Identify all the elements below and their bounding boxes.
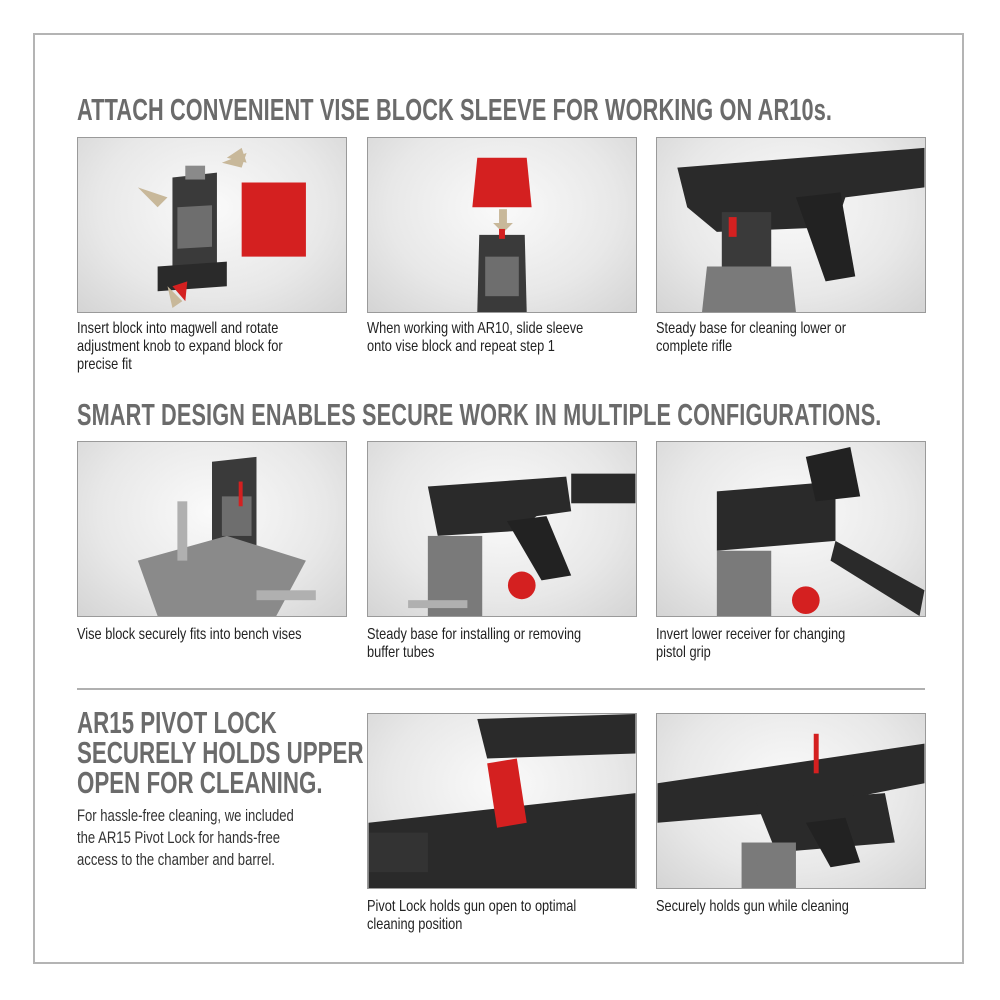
- image-holds-gun-cleaning: [656, 713, 926, 889]
- caption-bench-vise: Vise block securely fits into bench vise…: [77, 626, 302, 644]
- section-heading-vise-sleeve: ATTACH CONVENIENT VISE BLOCK SLEEVE FOR …: [77, 92, 833, 127]
- caption-line: Steady base for installing or removing: [367, 626, 582, 643]
- caption-line: Steady base for cleaning lower or: [656, 320, 846, 337]
- body-line: access to the chamber and barrel.: [77, 850, 275, 869]
- image-steady-base-rifle: [656, 137, 926, 313]
- caption-line: adjustment knob to expand block for: [77, 338, 283, 355]
- pivot-lock-description: For hassle-free cleaning, we included the…: [77, 805, 294, 871]
- heading-line: OPEN FOR CLEANING.: [77, 765, 323, 800]
- caption-line: buffer tubes: [367, 644, 435, 661]
- image-pivot-lock-open: [367, 713, 637, 889]
- caption-holds-gun-cleaning: Securely holds gun while cleaning: [656, 898, 849, 916]
- body-line: the AR15 Pivot Lock for hands-free: [77, 828, 281, 847]
- image-insert-block: [77, 137, 347, 313]
- heading-line: SECURELY HOLDS UPPER: [77, 735, 364, 770]
- caption-line: precise fit: [77, 356, 132, 373]
- image-invert-lower: [656, 441, 926, 617]
- body-line: For hassle-free cleaning, we included: [77, 806, 294, 825]
- caption-line: Insert block into magwell and rotate: [77, 320, 279, 337]
- image-buffer-tube: [367, 441, 637, 617]
- caption-line: When working with AR10, slide sleeve: [367, 320, 584, 337]
- caption-line: Invert lower receiver for changing: [656, 626, 846, 643]
- caption-line: cleaning position: [367, 916, 463, 933]
- section-heading-configurations: SMART DESIGN ENABLES SECURE WORK IN MULT…: [77, 397, 882, 432]
- heading-line: AR15 PIVOT LOCK: [77, 705, 277, 740]
- image-bench-vise: [77, 441, 347, 617]
- caption-line: onto vise block and repeat step 1: [367, 338, 555, 355]
- caption-line: complete rifle: [656, 338, 733, 355]
- caption-line: pistol grip: [656, 644, 711, 661]
- caption-line: Securely holds gun while cleaning: [656, 898, 849, 915]
- caption-line: Pivot Lock holds gun open to optimal: [367, 898, 577, 915]
- caption-line: Vise block securely fits into bench vise…: [77, 626, 302, 643]
- image-slide-sleeve: [367, 137, 637, 313]
- section-divider: [77, 688, 925, 690]
- infographic-frame: [33, 33, 964, 964]
